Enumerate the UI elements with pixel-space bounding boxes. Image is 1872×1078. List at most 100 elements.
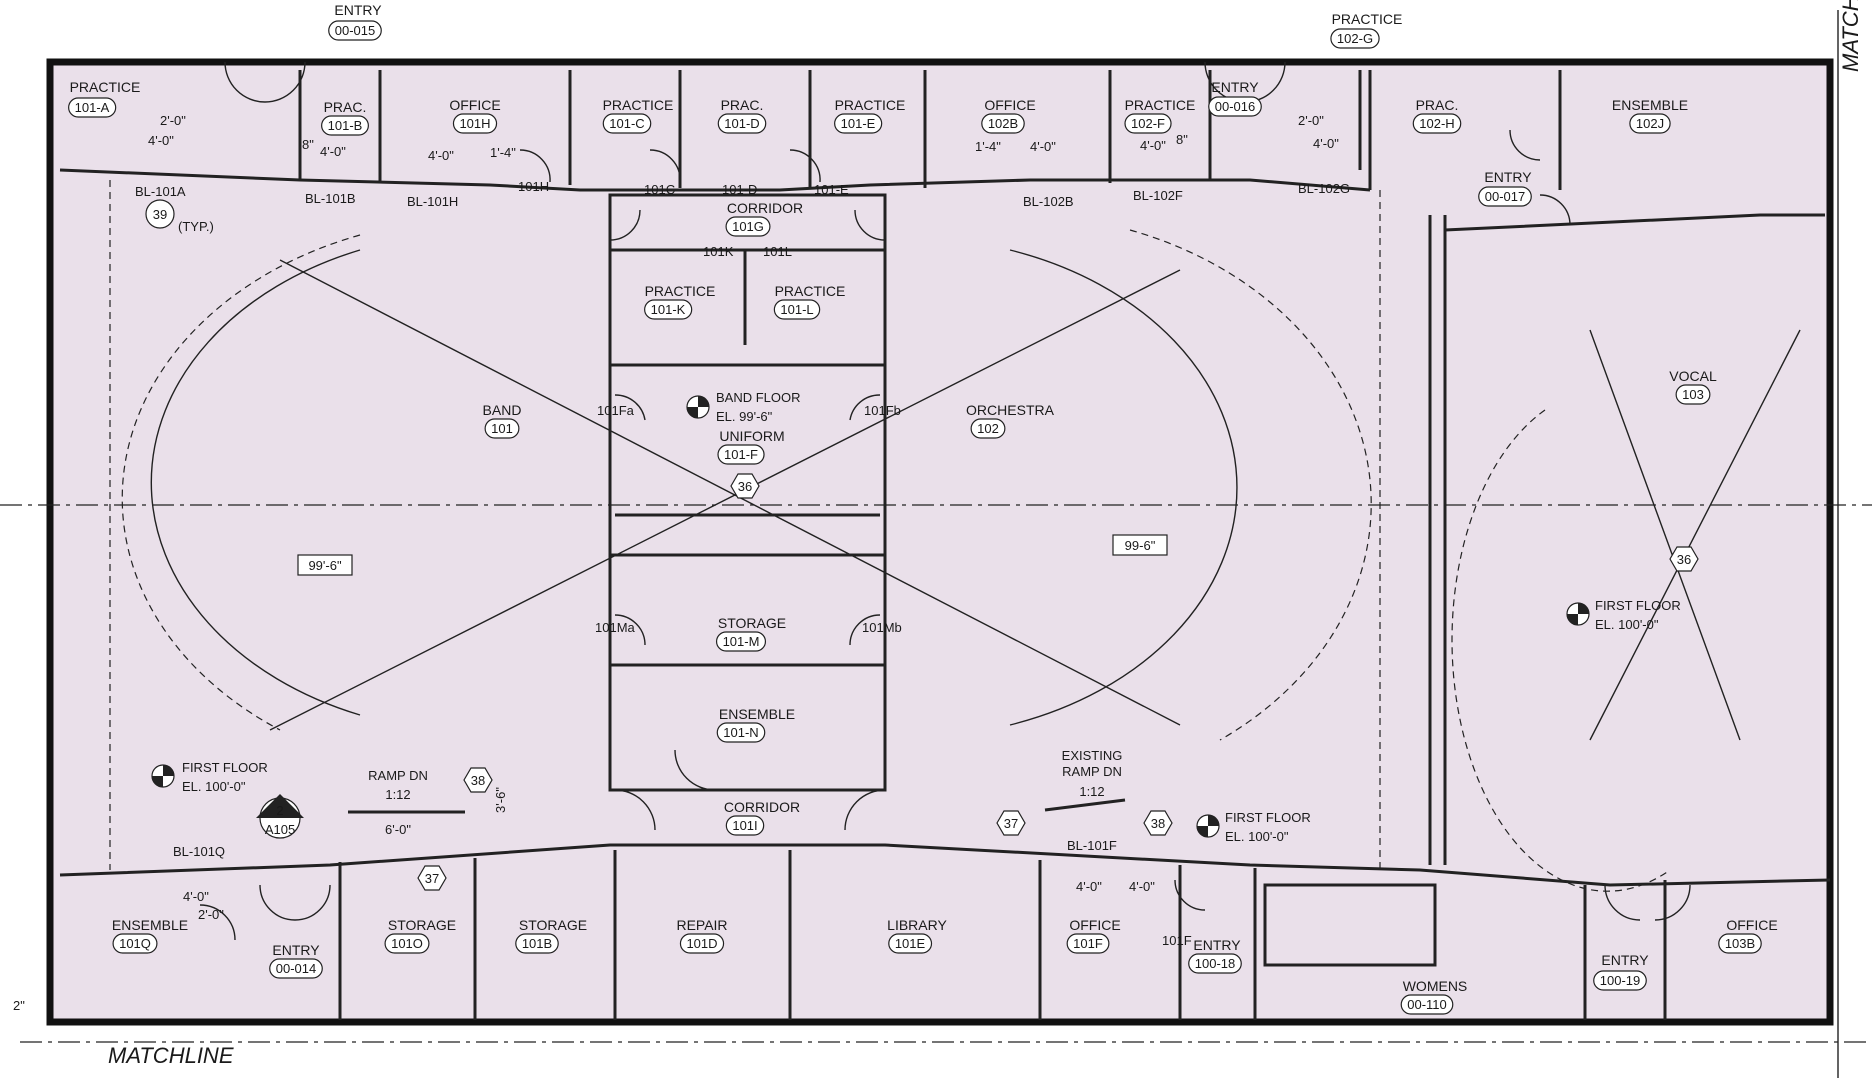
top-rooms-wall (59, 168, 1371, 192)
central-core (608, 193, 887, 792)
entry-number: 00-014 (276, 961, 316, 976)
room-number: 102-F (1131, 116, 1165, 131)
room-name: OFFICE (1069, 917, 1120, 933)
bl-labels: BL-101A BL-101B BL-101H BL-102B BL-102F … (135, 181, 1350, 859)
svg-text:37: 37 (425, 871, 439, 886)
room-number-oval (834, 113, 883, 134)
entry-name: PRACTICE (1332, 11, 1403, 27)
room-number: 103B (1725, 936, 1755, 951)
room-number-oval (1124, 113, 1172, 134)
room-number-oval (773, 299, 821, 320)
room-name: PRACTICE (775, 283, 846, 299)
svg-text:101Fa: 101Fa (597, 403, 635, 418)
svg-text:1'-4": 1'-4" (490, 145, 516, 160)
svg-text:101H: 101H (518, 179, 549, 194)
room-number: 101Q (119, 936, 151, 951)
svg-text:2'-0": 2'-0" (198, 907, 224, 922)
svg-text:101-D: 101-D (722, 182, 757, 197)
room-number: 101-D (724, 116, 759, 131)
svg-text:8": 8" (1176, 132, 1188, 147)
room-number-oval (1066, 933, 1110, 954)
room-number-oval (484, 418, 520, 439)
ramp-title: EXISTING (1062, 748, 1123, 763)
svg-text:38: 38 (1151, 816, 1165, 831)
room-number-oval (717, 113, 767, 134)
entry-name: ENTRY (1211, 79, 1259, 95)
orchestra-arc (1009, 249, 1238, 726)
door-labels: 101H 101C 101-D 101-E 101K 101L 101Fa 10… (518, 179, 1192, 948)
room-number: 101D (686, 936, 717, 951)
svg-text:36: 36 (738, 479, 752, 494)
keynote-tag (996, 810, 1026, 836)
room-number-oval (679, 933, 725, 954)
svg-text:37: 37 (1004, 816, 1018, 831)
room-name: STORAGE (718, 615, 786, 631)
svg-text:101Mb: 101Mb (862, 620, 902, 635)
room-number-oval (1675, 384, 1711, 405)
keynote-tag (1143, 810, 1173, 836)
ramp-title: RAMP DN (368, 768, 428, 783)
svg-text:4'-0": 4'-0" (1129, 879, 1155, 894)
room-number: 101-A (75, 100, 110, 115)
svg-text:(TYP.): (TYP.) (178, 219, 214, 234)
room-number-oval (112, 933, 158, 954)
room-name: ENSEMBLE (1612, 97, 1688, 113)
entry-name: ENTRY (272, 942, 320, 958)
room-name: UNIFORM (719, 428, 784, 444)
building-outline (46, 58, 1834, 1026)
floor-note-elevation: EL. 100'-0" (182, 779, 246, 794)
ramp-left: RAMP DN 1:12 6'-0" 3'-6" (368, 768, 508, 837)
room-name: REPAIR (676, 917, 727, 933)
keynote-tag (730, 473, 760, 499)
svg-text:36: 36 (1677, 552, 1691, 567)
room-number-oval (602, 113, 652, 134)
entry-labels: ENTRY 00-015 PRACTICE 102-G ENTRY 00-016… (272, 2, 1649, 988)
svg-text:2'-0": 2'-0" (160, 113, 186, 128)
floor-note-elevation: EL. 99'-6" (716, 409, 773, 424)
svg-text:BL-101A: BL-101A (135, 184, 186, 199)
floor-note-title: BAND FLOOR (716, 390, 801, 405)
room-number-oval (888, 933, 933, 954)
room-number: 101-C (609, 116, 644, 131)
room-labels: PRACTICE 101-A PRAC. 101-B OFFICE 101H P… (70, 79, 1778, 1012)
svg-text:101-E: 101-E (814, 182, 849, 197)
svg-text:4'-0": 4'-0" (428, 148, 454, 163)
room-number-oval (1478, 186, 1532, 207)
svg-text:38: 38 (471, 773, 485, 788)
room-number: 101O (391, 936, 423, 951)
room-number-oval (1629, 113, 1671, 134)
svg-text:4'-0": 4'-0" (1140, 138, 1166, 153)
floor-note-elevation: EL. 100'-0" (1225, 829, 1289, 844)
svg-text:BL-102B: BL-102B (1023, 194, 1074, 209)
svg-text:4'-0": 4'-0" (320, 144, 346, 159)
room-number: 102 (977, 421, 999, 436)
room-number-oval (1412, 113, 1462, 134)
room-number-oval (1718, 933, 1762, 954)
keynotes: 39 (TYP.) 36 36 38 38 37 37 (145, 199, 1699, 891)
keynote-tag (1669, 546, 1699, 572)
svg-text:2": 2" (13, 998, 25, 1013)
entry-number: 100-19 (1600, 973, 1640, 988)
ramp-right: EXISTING RAMP DN 1:12 (1062, 748, 1123, 799)
room-number-oval (970, 418, 1006, 439)
floor-notes: BAND FLOOR EL. 99'-6" FIRST FLOOR EL. 10… (151, 390, 1681, 844)
svg-text:101K: 101K (703, 244, 734, 259)
svg-text:4'-0": 4'-0" (148, 133, 174, 148)
room-number: 101F (1073, 936, 1103, 951)
room-name: CORRIDOR (727, 200, 803, 216)
room-number: 101G (732, 219, 764, 234)
svg-text:BL-102F: BL-102F (1133, 188, 1183, 203)
room-name: OFFICE (449, 97, 500, 113)
room-number-oval (725, 216, 771, 237)
room-number: 101-L (780, 302, 813, 317)
ramp-slope: 1:12 (385, 787, 410, 802)
room-name: PRAC. (721, 97, 764, 113)
room-number: 102-H (1419, 116, 1454, 131)
room-number: 101H (459, 116, 490, 131)
entry-name: ENTRY (1193, 937, 1241, 953)
room-number: 101-B (328, 118, 363, 133)
doors (199, 61, 1691, 941)
svg-text:4'-0": 4'-0" (183, 889, 209, 904)
room-name: PRAC. (324, 99, 367, 115)
